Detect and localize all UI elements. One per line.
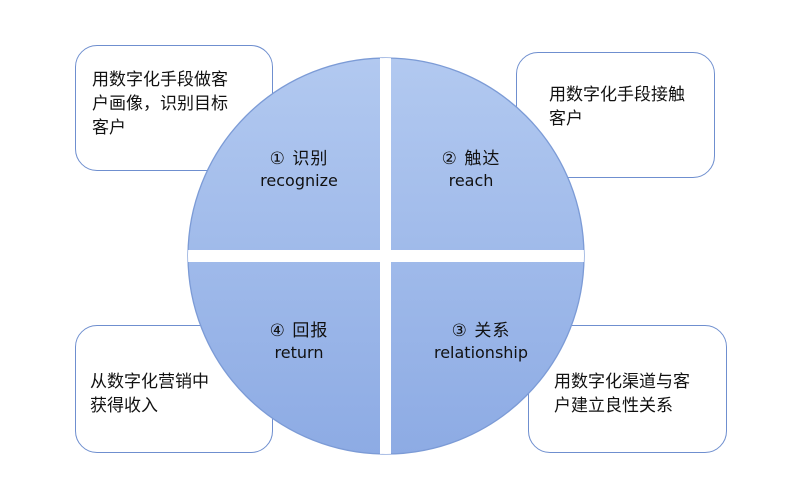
note-line: 从数字化营销中 — [90, 372, 209, 392]
note-line: 客户 — [549, 109, 583, 129]
note-line: 用数字化渠道与客 — [554, 372, 690, 392]
quadrant-title: ① 识别 — [269, 149, 329, 169]
note-line: 获得收入 — [90, 396, 158, 416]
horizontal-divider — [188, 250, 584, 262]
quadrant-reach: ② 触达 reach — [376, 148, 566, 192]
quadrant-title: ② 触达 — [441, 149, 501, 169]
divider-group — [188, 58, 584, 454]
note-recognize: 用数字化手段做客 户画像，识别目标 客户 — [75, 45, 273, 171]
quadrant-title: ③ 关系 — [451, 321, 511, 341]
quadrant-subtitle: relationship — [433, 343, 529, 362]
note-line: 用数字化手段做客 — [92, 70, 228, 90]
quadrant-recognize: ① 识别 recognize — [204, 148, 394, 192]
quadrant-title: ④ 回报 — [269, 321, 329, 341]
quadrant-relationship: ③ 关系 relationship — [386, 320, 576, 364]
quadrant-subtitle: recognize — [260, 171, 338, 190]
note-line: 客户 — [92, 118, 126, 138]
note-line: 户画像，识别目标 — [92, 94, 228, 114]
quadrant-subtitle: reach — [448, 171, 494, 190]
note-line: 用数字化手段接触 — [549, 85, 685, 105]
note-line: 户建立良性关系 — [554, 396, 673, 416]
quadrant-return: ④ 回报 return — [204, 320, 394, 364]
quadrant-subtitle: return — [274, 343, 324, 362]
